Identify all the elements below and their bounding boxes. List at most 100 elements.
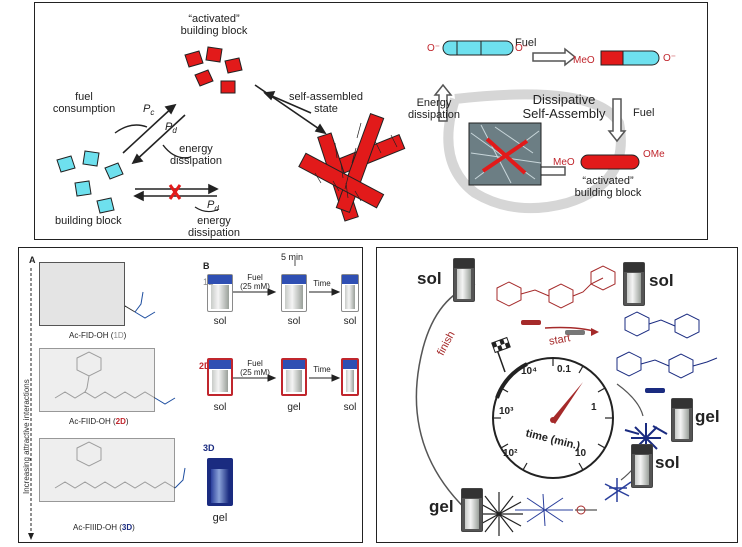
gel-right-label: gel (695, 407, 720, 426)
peptide-name-3-close: ) (132, 523, 135, 532)
energy-dissipation-bottom-line1: energy (197, 215, 231, 227)
row2-state-1: sol (213, 402, 227, 413)
pd2-subscript: d (214, 204, 219, 214)
peptide-name-2-tag: 2D (115, 417, 126, 426)
row1-time-label: Time (313, 279, 331, 288)
pd-subscript: d (172, 126, 177, 136)
row3-tag: 3D (203, 443, 215, 453)
vial-sol-bottom (631, 444, 653, 488)
cycle-arrows (433, 47, 627, 181)
dissipative-line2: Self-Assembly (522, 106, 606, 122)
top-panel: “activated” building block self-assemble… (34, 2, 708, 240)
vial-2d-start (207, 358, 233, 396)
o-minus-label-2: O⁻ (515, 43, 529, 54)
energy-dissipation-line1: energy (179, 143, 213, 155)
peptide-name-1-text: Ac-FID-OH ( (69, 331, 114, 340)
peptide-name-3-text: Ac-FIIID-OH ( (73, 523, 122, 532)
row2-state-2: gel (287, 402, 301, 413)
row2-time-label: Time (313, 365, 331, 374)
release-circle-icon (576, 505, 586, 515)
product-molecule-2 (616, 351, 718, 379)
dial-label-1e4: 10⁴ (521, 366, 538, 377)
ome-label: OMe (643, 149, 665, 160)
row1-fuel-text: Fuel (247, 273, 263, 282)
o-minus-label-3: O⁻ (663, 53, 677, 64)
peptide-name-2-text: Ac-FIID-OH ( (69, 417, 116, 426)
attraction-axis-label: Increasing attractive interactions (22, 379, 31, 494)
finish-flag-icon (491, 336, 511, 373)
row2-tag: 2D (199, 361, 211, 371)
sem-red-fibres (481, 137, 529, 175)
dial-hand (551, 382, 583, 424)
five-min-label: 5 min (281, 252, 304, 262)
gel-star-fibres (475, 492, 523, 536)
self-assembled-fibres (298, 112, 406, 222)
activated-label-line1: “activated” (188, 13, 240, 25)
capsule-icons (521, 320, 665, 393)
row2-fuel-label: Fuel(25 mM) (233, 359, 277, 378)
product-molecule-1 (624, 311, 700, 339)
bottom-left-panel: A B (18, 247, 363, 543)
vial-3d (207, 458, 233, 506)
red-molecule-bottom (580, 154, 640, 170)
fibre-aggregate (515, 493, 573, 527)
peptide-name-2-close: ) (125, 417, 129, 426)
vial-sol-top (623, 262, 645, 306)
dial-label-1e2: 10² (503, 448, 518, 459)
row1-fuel-label: Fuel(25 mM) (233, 273, 277, 292)
row3-state: gel (212, 512, 228, 524)
row2-fuel-text: Fuel (247, 359, 263, 368)
fuel-consumption-label: fuel consumption (49, 91, 119, 115)
dial-label-10: 10 (575, 448, 587, 459)
peptide-highlight-3 (39, 438, 175, 502)
fuel-molecule (496, 265, 616, 309)
activated-right-label: “activated” building block (563, 175, 653, 199)
right-panel-graphics (415, 265, 718, 536)
cyan-molecule-top (442, 40, 514, 56)
energy-diss-right-line1: Energy (416, 97, 452, 109)
pd2-label: Pd (207, 199, 219, 214)
assembly-arrows (254, 84, 327, 135)
attraction-axis-arrowhead (28, 533, 34, 540)
blocked-cross-icon (168, 184, 182, 200)
peptide-name-1-tag: 1D (113, 331, 124, 340)
bottom-right-panel: sol sol gel sol gel finish start 10⁴ 0.1… (376, 247, 738, 543)
top-scheme-graphics (56, 40, 660, 222)
panel-label-a: A (29, 255, 36, 265)
dissipative-line1: Dissipative (532, 92, 596, 107)
reaction-arrows (233, 288, 341, 382)
energy-dissipation-bottom-label: energy dissipation (179, 215, 249, 239)
pc-letter: P (143, 103, 151, 115)
o-minus-label-1: O⁻ (427, 43, 441, 54)
gel-left-label: gel (429, 497, 454, 516)
dial-center (550, 417, 556, 423)
dial-label-0-1: 0.1 (557, 364, 571, 375)
self-assembled-line2: state (314, 103, 338, 116)
energy-dissipation-right-label: Energy dissipation (401, 97, 467, 121)
sol-aggregate (604, 478, 632, 502)
vial-1d-time (341, 274, 359, 312)
activated-label-line2: building block (180, 25, 248, 38)
peptide-name-3: Ac-FIIID-OH (3D) (73, 523, 135, 533)
self-assembled-line1: self-assembled (289, 91, 363, 103)
peptide-highlight-1 (39, 262, 125, 326)
dial-label-1: 1 (591, 402, 597, 413)
peptide-name-1-close: ) (123, 331, 127, 340)
equilibrium-arrows-left (122, 103, 186, 165)
dial-label-1e3: 10³ (499, 406, 514, 417)
gel-aggregate-1 (624, 423, 668, 453)
row2-fuel-conc: (25 mM) (240, 367, 270, 377)
vial-gel-left (461, 488, 483, 532)
energy-diss-right-line2: dissipation (408, 109, 460, 122)
pc-subscript: c (150, 108, 155, 118)
vial-2d-fuel (281, 358, 307, 396)
pd2-letter: P (207, 199, 215, 211)
dissipative-self-assembly-label: Dissipative Self-Assembly (519, 92, 609, 122)
peptide-name-1: Ac-FID-OH (1D) (69, 331, 127, 341)
peptide-highlight-2 (39, 348, 155, 412)
fuel-consumption-line2: consumption (52, 103, 116, 116)
building-block-label: building block (55, 215, 122, 227)
dial-ticks (493, 358, 613, 471)
pc-label: Pc (143, 103, 154, 118)
cycle-loop (443, 89, 626, 214)
